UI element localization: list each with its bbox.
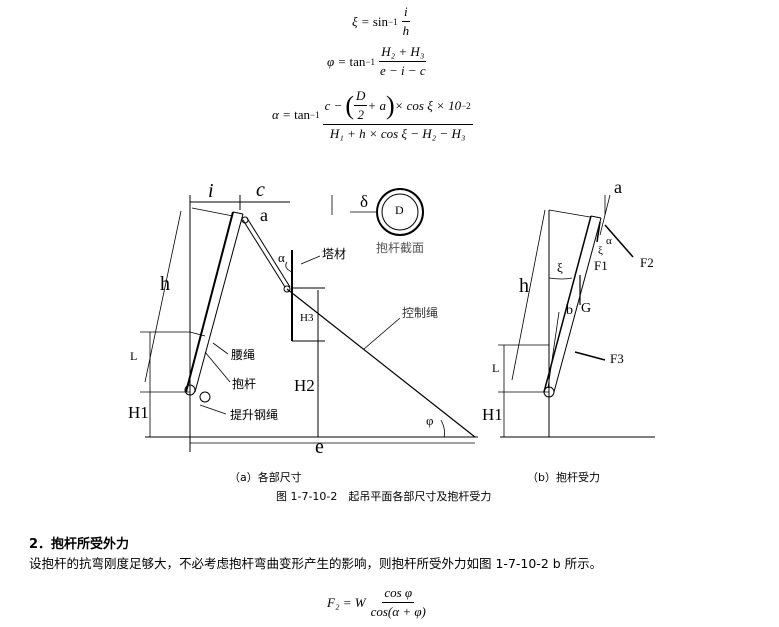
label-xi: ξ — [557, 260, 563, 275]
label-L: L — [130, 349, 137, 363]
formula-lhs: F₂ — [327, 594, 340, 610]
formula-inv: −1 — [310, 110, 320, 120]
formula-num-a: + a — [367, 97, 386, 113]
formula-num: i — [402, 4, 410, 22]
label-F2: F2 — [640, 255, 654, 270]
formula-den: H₁ + h × cos ξ − H₂ − H₃ — [329, 126, 466, 141]
formula-inv: −1 — [365, 56, 375, 67]
label-e: e — [315, 436, 324, 458]
label-D: D — [395, 203, 404, 217]
label-control-rope: 控制绳 — [402, 306, 438, 320]
formula-inv: −1 — [388, 16, 398, 27]
formula-fn: tan — [349, 53, 366, 69]
label-waist-rope: 腰绳 — [231, 348, 255, 362]
formula-num-exp: −2 — [461, 100, 471, 111]
label-section: 抱杆截面 — [376, 240, 424, 255]
label-a: a — [260, 205, 268, 225]
label-c: c — [256, 179, 265, 201]
label-xi-2: ξ — [598, 245, 603, 257]
label-h: h — [519, 275, 529, 297]
formula-w: W — [354, 594, 366, 610]
label-b: b — [566, 303, 573, 318]
label-L: L — [492, 361, 499, 375]
label-lift-rope: 提升钢绳 — [230, 407, 278, 422]
formula-num-post: × cos ξ × 10 — [394, 97, 462, 113]
caption-b: （b）抱杆受力 — [527, 471, 600, 484]
formula-num: cos φ — [382, 585, 415, 603]
label-pole: 抱杆 — [232, 376, 256, 391]
figure-caption: 图 1-7-10-2 起吊平面各部尺寸及抱杆受力 — [276, 490, 492, 503]
label-F3: F3 — [610, 351, 624, 366]
formula-lhs: ξ — [352, 13, 358, 29]
section-body: 设抱杆的抗弯刚度足够大，不必考虑抱杆弯曲变形产生的影响，则抱杆所受外力如图 1-… — [29, 556, 603, 571]
label-G: G — [581, 301, 591, 316]
label-i: i — [208, 180, 214, 202]
formula-num-pre: c − — [324, 97, 343, 113]
formula-fn: sin — [372, 13, 389, 29]
label-alpha: α — [606, 235, 612, 247]
caption-a: （a）各部尺寸 — [229, 471, 302, 484]
label-tower: 塔材 — [322, 247, 346, 261]
formula-lhs: φ — [327, 53, 335, 69]
label-F1: F1 — [594, 258, 608, 273]
diagram-a: i c a h L H1 H2 H3 e α φ δ D 塔材 抱杆截面 控制绳… — [128, 179, 478, 458]
formula-num-d: D — [354, 88, 368, 106]
formula-fn: tan — [294, 107, 310, 122]
label-H1: H1 — [128, 403, 149, 422]
label-delta: δ — [360, 192, 368, 211]
label-alpha: α — [278, 250, 285, 265]
diagram: i c a h L H1 H2 H3 e α φ δ D 塔材 抱杆截面 控制绳… — [128, 177, 655, 458]
formula-num-2: 2 — [357, 107, 364, 122]
label-a: a — [614, 177, 622, 197]
formula-den: cos(α + φ) — [370, 604, 426, 619]
formula-num: H₂ + H₃ — [379, 44, 427, 62]
formula-den: h — [402, 23, 410, 38]
label-H2: H2 — [294, 376, 315, 395]
formula-den: e − i − c — [379, 63, 426, 78]
label-H1: H1 — [482, 405, 503, 424]
section-heading: 2．抱杆所受外力 — [29, 537, 130, 552]
label-h: h — [160, 273, 170, 295]
label-phi: φ — [426, 413, 434, 428]
label-H3: H3 — [300, 312, 314, 324]
diagram-b: a h L H1 ξ ξ α F1 F2 F3 G b — [482, 177, 655, 438]
formula-lhs: α — [272, 107, 279, 122]
